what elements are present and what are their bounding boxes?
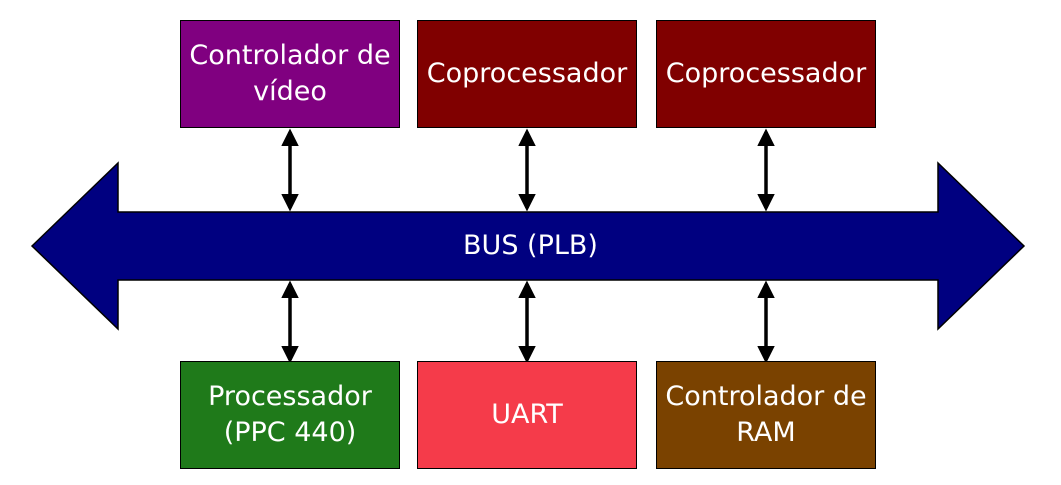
block-label: Controlador de vídeo [189,40,391,107]
block-label: UART [491,399,563,430]
video-controller-block: Controlador de vídeo [180,20,400,128]
processor-block: Processador (PPC 440) [180,361,400,469]
block-label: Processador (PPC 440) [208,381,372,448]
uart-block: UART [417,361,637,469]
block-label: Coprocessador [426,58,628,89]
bus-arrow-shape [30,161,1026,331]
coprocessor-block-1: Coprocessador [417,20,637,128]
bus-label: BUS (PLB) [463,230,598,261]
ram-controller-block: Controlador de RAM [656,361,876,469]
coprocessor-block-2: Coprocessador [656,20,876,128]
block-label: Coprocessador [665,58,867,89]
block-label: Controlador de RAM [665,381,867,448]
